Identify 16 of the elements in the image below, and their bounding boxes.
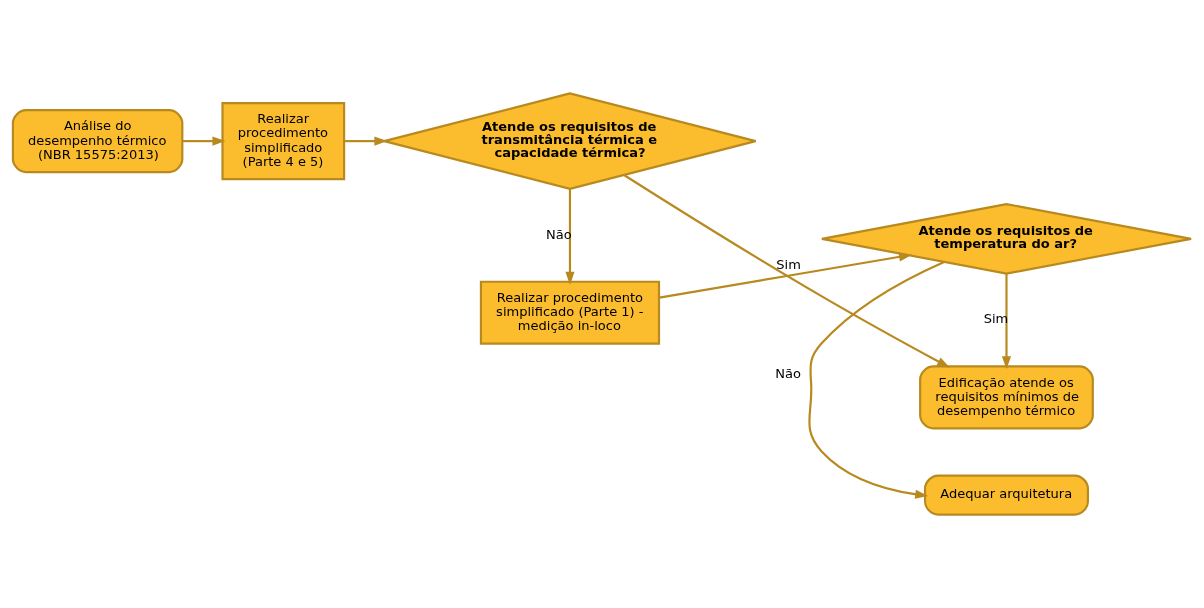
node-box: Edificação atende os requisitos mínimos de desempenho térmico [919,365,1094,430]
node-box: Realizar procedimento simplificado (Parte 4 e 5) [221,102,346,181]
node-box: Realizar procedimento simplificado (Parte 1) - medição in-loco [479,280,661,345]
node-box: Adequar arquitetura [923,474,1089,516]
arrow [623,174,950,368]
arrow [344,136,388,146]
node-diamond: Atende os requisitos de transmitância térmica e capacidade térmica? [383,92,757,191]
node-box: Análise do desempenho térmico (NBR 15575:2013) [11,109,184,174]
arrow [1001,273,1012,370]
edge-label: Não [775,365,801,381]
arrow [565,189,575,285]
edge-label: Sim [776,256,801,272]
arrow [182,136,226,146]
arrow [659,252,913,299]
arrow [808,261,945,499]
node-diamond: Atende os requisitos de temperatura do ar? [820,203,1193,275]
